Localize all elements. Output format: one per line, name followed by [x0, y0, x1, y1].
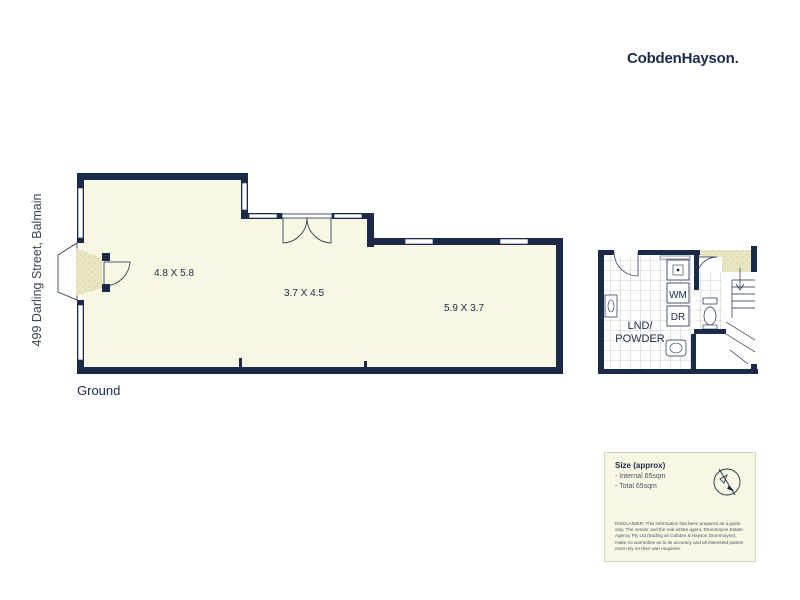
washing-machine-label: WM: [669, 290, 687, 301]
size-info-box: Size (approx) - Internal 65sqm - Total 6…: [604, 452, 756, 562]
room-label-middle: 3.7 X 4.5: [284, 288, 324, 299]
laundry-label-line1: LND/: [627, 320, 653, 332]
room-label-front: 4.8 X 5.8: [154, 268, 194, 279]
wall-ticks: [239, 358, 367, 368]
room-label-rear: 5.9 X 3.7: [444, 303, 484, 314]
internal-size: - Internal 65sqm: [615, 473, 666, 480]
floor-label: Ground: [77, 383, 121, 398]
french-doors: [281, 213, 333, 244]
main-floor-area: [81, 179, 558, 370]
front-entry: [57, 242, 131, 301]
brand-logo: CobdenHayson.: [627, 50, 739, 67]
dryer-label: DR: [671, 312, 685, 323]
total-size: - Total 65sqm: [615, 483, 657, 490]
windows: [77, 182, 529, 361]
compass-icon: [713, 468, 741, 496]
size-title: Size (approx): [615, 461, 666, 470]
rear-laundry-block: [598, 246, 758, 374]
disclaimer-text: DISCLAIMER: This information has been pr…: [615, 521, 744, 551]
laundry-label-line2: POWDER: [615, 333, 665, 345]
